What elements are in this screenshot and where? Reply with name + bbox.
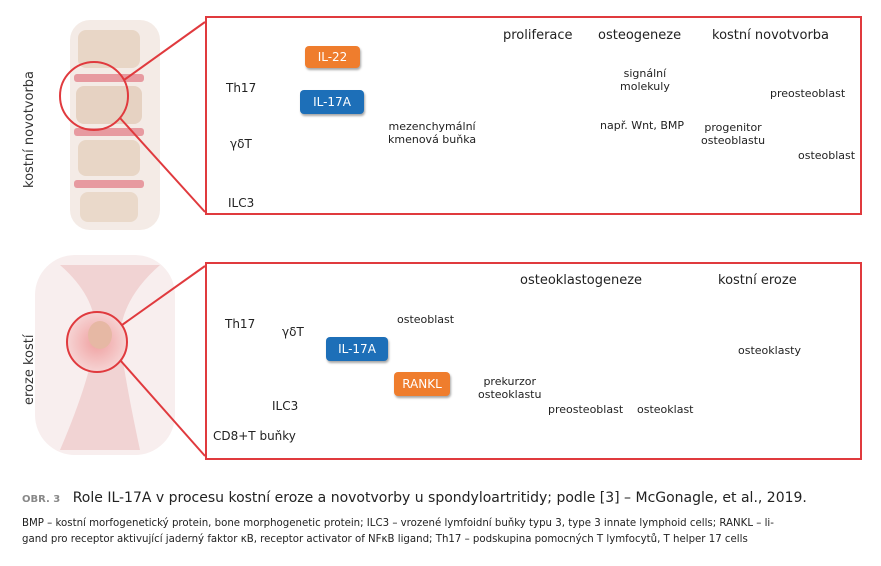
header-kostni-novotvorba: kostní novotvorba	[712, 28, 830, 43]
header-osteogeneze: osteogeneze	[598, 28, 682, 43]
header-osteoklastogeneze: osteoklastogeneze	[520, 273, 643, 288]
osteoblast-label-top: osteoblast	[798, 149, 856, 162]
signal-label: signální molekuly	[620, 67, 670, 93]
progenitor-label: progenitor osteoblastu	[701, 121, 766, 147]
top-panel	[205, 16, 862, 215]
msc-label: mezenchymální kmenová buňka	[388, 120, 477, 146]
signal-example-label: např. Wnt, BMP	[600, 119, 685, 132]
cd8-label: CD8+T buňky	[213, 429, 296, 443]
figure-title: Role IL-17A v procesu kostní eroze a nov…	[72, 490, 807, 506]
ilc3-label-bottom: ILC3	[272, 399, 299, 413]
figure-label: OBR. 3	[22, 494, 61, 505]
th17-label: Th17	[226, 81, 257, 95]
ilc3-label: ILC3	[228, 196, 255, 210]
bottom-side-label: eroze kostí	[22, 334, 37, 405]
header-kostni-eroze: kostní eroze	[718, 273, 797, 288]
abbr-line-2: gand pro receptor aktivující jaderný fak…	[22, 534, 748, 545]
il22-box: IL-22	[305, 46, 360, 68]
rankl-box: RANKL	[394, 372, 450, 396]
gdt-label: γδT	[230, 137, 252, 151]
il17a-box-bottom: IL-17A	[326, 337, 388, 361]
header-proliferace: proliferace	[503, 28, 573, 43]
gdt-label-bottom: γδT	[282, 325, 304, 339]
osteoklasty-label: osteoklasty	[738, 344, 801, 357]
top-side-label: kostní novotvorba	[22, 70, 37, 188]
figure-caption: OBR. 3 Role IL-17A v procesu kostní eroz…	[22, 490, 807, 506]
osteoklast-label: osteoklast	[637, 403, 694, 416]
bottom-panel	[205, 262, 862, 460]
preosteoblast-label: preosteoblast	[770, 87, 846, 100]
osteoblast-label-bottom: osteoblast	[397, 313, 455, 326]
th17-label-bottom: Th17	[225, 317, 256, 331]
preosteoblast-label-bottom: preosteoblast	[548, 403, 624, 416]
spine-illustration	[59, 20, 206, 230]
prekurzor-label: prekurzor osteoklastu	[478, 375, 542, 401]
il17a-box-top: IL-17A	[300, 90, 364, 114]
knee-illustration	[35, 255, 206, 457]
abbr-line-1: BMP – kostní morfogenetický protein, bon…	[22, 518, 774, 529]
